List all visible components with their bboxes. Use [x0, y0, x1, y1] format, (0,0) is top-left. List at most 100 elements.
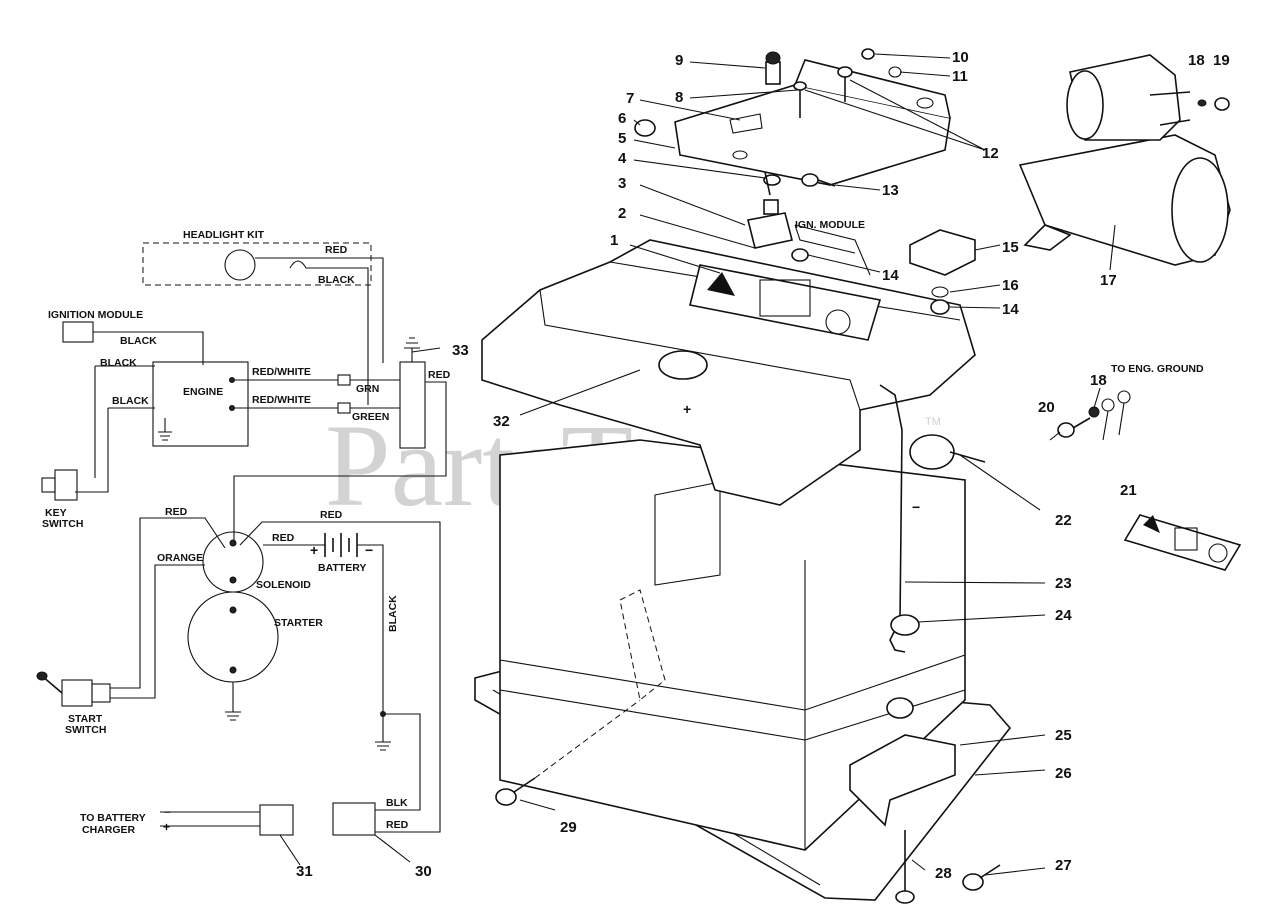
part-callout: 12 [982, 145, 999, 162]
part-callout: 26 [1055, 765, 1072, 782]
terminal-block-15 [909, 229, 976, 276]
headlight-kit-box [142, 242, 372, 286]
headlight-black-label: BLACK [318, 274, 355, 286]
plate-clip-7 [729, 113, 763, 134]
screw-29-head [495, 788, 517, 806]
part-callout: 16 [1002, 277, 1019, 294]
battery-cell-partition [654, 481, 721, 586]
washer-18-ground [1088, 406, 1100, 418]
part-callout: 14 [1002, 301, 1019, 318]
strap-nut-24 [890, 614, 920, 636]
hold-down-bracket [849, 734, 956, 827]
part-callout: 1 [610, 232, 618, 249]
screw-29-shank [513, 777, 536, 793]
part-callout: 8 [675, 89, 683, 106]
starter-label: STARTER [274, 617, 323, 629]
part-callout: 30 [415, 863, 432, 880]
battery-plus-mark: + [683, 401, 691, 417]
part-callout: 5 [618, 130, 626, 147]
part-callout: 29 [560, 819, 577, 836]
part-callout: 25 [1055, 727, 1072, 744]
harness-plug-30 [332, 802, 376, 836]
part-callout: 14 [882, 267, 899, 284]
screw-20-shank [1072, 417, 1091, 429]
start-switch-label-1: START [68, 713, 103, 725]
key-switch-wire-b [75, 408, 109, 493]
ign-module-label: IGN. MODULE [795, 219, 865, 231]
part-callout: 6 [618, 110, 626, 127]
engine-terminal-1 [229, 377, 235, 383]
part-callout: 33 [452, 342, 469, 359]
bolt-28-head [895, 890, 915, 904]
part-callout: 21 [1120, 482, 1137, 499]
washer-11 [888, 66, 902, 78]
starter-ground-icon [225, 682, 241, 721]
battery-minus-mark: − [912, 499, 920, 515]
ground-ring-2 [1117, 390, 1131, 404]
screw-29-guide [534, 699, 641, 779]
blk-wire-to-plug [375, 713, 421, 811]
decal-21 [1123, 514, 1242, 571]
orange-label: ORANGE [157, 552, 203, 564]
red-white-label-1: RED/WHITE [252, 366, 311, 378]
key-switch-body [54, 469, 78, 501]
leader-lines [279, 53, 1116, 876]
nut-14-lower [930, 299, 950, 315]
part-callout: 18 [1188, 52, 1205, 69]
starter-terminal-2 [229, 666, 237, 674]
ignition-black-label: BLACK [120, 335, 157, 347]
bolt-12-head [837, 66, 853, 78]
battery-black-label: BLACK [387, 595, 399, 632]
plate-upright-flange [794, 59, 951, 119]
part-callout: 24 [1055, 607, 1072, 624]
engine-black-label: BLACK [100, 357, 137, 369]
ignition-module-block [62, 321, 94, 343]
part-callouts: 1 2 3 4 5 6 7 8 9 10 11 12 13 14 14 15 1… [296, 49, 1230, 882]
part-callout: 13 [882, 182, 899, 199]
plug-blk-label: BLK [386, 797, 408, 809]
solenoid-red-to-start-switch [110, 517, 226, 689]
block-ground-icon [404, 337, 420, 362]
part-callout: 10 [952, 49, 969, 66]
part-callout: 7 [626, 90, 634, 107]
headlight-red-label: RED [325, 244, 348, 256]
part-callout: 11 [952, 68, 968, 85]
bolt-13-shank [817, 179, 836, 187]
battery-plus: + [310, 542, 318, 558]
toggle-switch-body [747, 212, 793, 249]
start-switch [36, 671, 111, 707]
wiring-schematic: HEADLIGHT KIT RED BLACK IGNITION MODULE … [36, 229, 451, 836]
starter-motor-17 [1018, 54, 1231, 266]
key-switch-label-2: SWITCH [42, 518, 83, 530]
key-switch-knob [41, 477, 56, 493]
red-white-label-2: RED/WHITE [252, 394, 311, 406]
bolt-8-head [793, 81, 807, 91]
starter-terminal [229, 606, 237, 614]
solenoid-label: SOLENOID [256, 579, 311, 591]
headlight-red-wire [255, 257, 384, 363]
part-callout: 17 [1100, 272, 1117, 289]
screw-27-shank [979, 864, 1001, 879]
orange-wire [110, 564, 205, 699]
cover-warning-decal [689, 264, 882, 341]
part-callout: 18 [1090, 372, 1107, 389]
engine-black-label-2: BLACK [112, 395, 149, 407]
toggle-switch-bushing [763, 199, 779, 215]
plate-switch-hole [732, 150, 748, 160]
part-callout: 31 [296, 863, 313, 880]
bolt-13-head [801, 173, 819, 187]
plug-red-label: RED [386, 819, 409, 831]
battery-hidden-bracket [619, 589, 666, 701]
part-callout: 19 [1213, 52, 1230, 69]
charger-minus: − [164, 805, 171, 819]
battery-band-line-2 [499, 689, 966, 741]
part-callout: 28 [935, 865, 952, 882]
negative-cable-stub [949, 451, 986, 463]
battery-red-label: RED [272, 532, 295, 544]
battery-minus: − [365, 542, 373, 558]
watermark-tm: TM [925, 416, 941, 428]
charger-label-2: CHARGER [82, 824, 136, 836]
battery-band-line [499, 654, 966, 711]
